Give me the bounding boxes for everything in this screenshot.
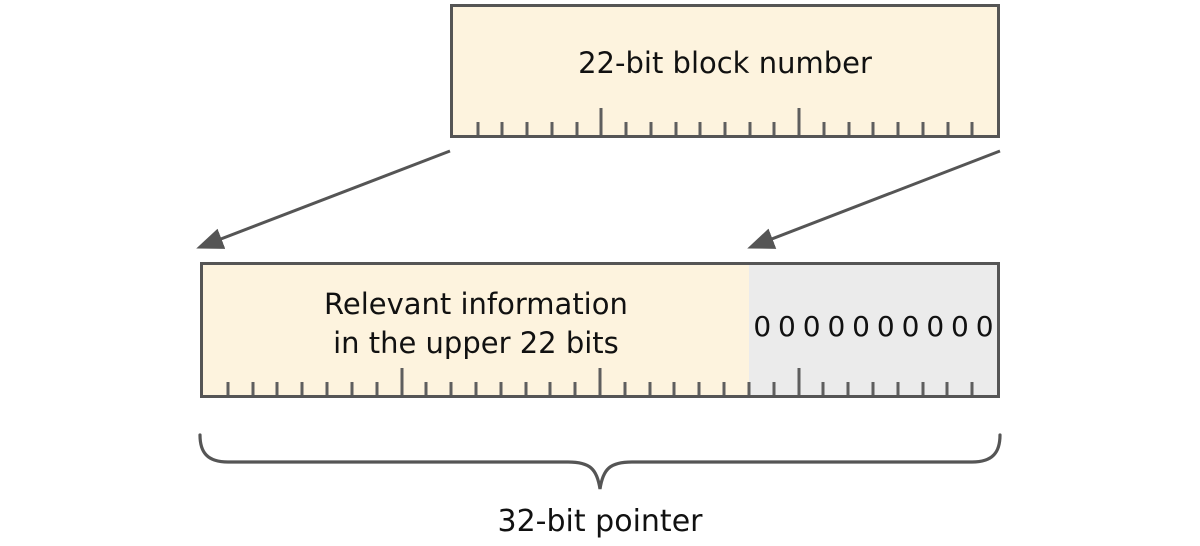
bit-tick [698,122,702,135]
bit-tick [723,122,727,135]
bit-tick [946,122,950,135]
bit-tick [500,122,504,135]
bit-tick [847,122,851,135]
block-number-label: 22-bit block number [578,46,872,80]
upper-bits-section: Relevant information in the upper 22 bit… [203,265,749,395]
bit-tick [525,122,529,135]
bit-tick [748,122,752,135]
bit-tick [797,108,801,135]
pointer-caption: 32-bit pointer [497,504,703,539]
bit-tick [772,122,776,135]
bit-tick [970,122,974,135]
zero-bits-label: 0 0 0 0 0 0 0 0 0 0 [753,309,993,343]
upper-bits-label-line2: in the upper 22 bits [333,326,619,360]
bit-tick [599,108,603,135]
bit-tick [674,122,678,135]
bit-tick [896,122,900,135]
right-shift-arrow [747,149,1001,249]
bit-tick [921,122,925,135]
underbrace [198,433,1002,490]
bit-tick [550,122,554,135]
bit-tick [575,122,579,135]
pointer-box: Relevant information in the upper 22 bit… [200,262,1000,398]
block-number-box: 22-bit block number [450,4,1000,138]
upper-bits-label: Relevant information in the upper 22 bit… [324,285,628,375]
bit-tick [822,122,826,135]
bit-tick [624,122,628,135]
bit-tick [476,122,480,135]
bit-tick [871,122,875,135]
left-shift-arrow [196,149,451,249]
zero-bits-section: 0 0 0 0 0 0 0 0 0 0 [748,265,997,395]
bit-tick [649,122,653,135]
upper-bits-label-line1: Relevant information [324,287,628,322]
